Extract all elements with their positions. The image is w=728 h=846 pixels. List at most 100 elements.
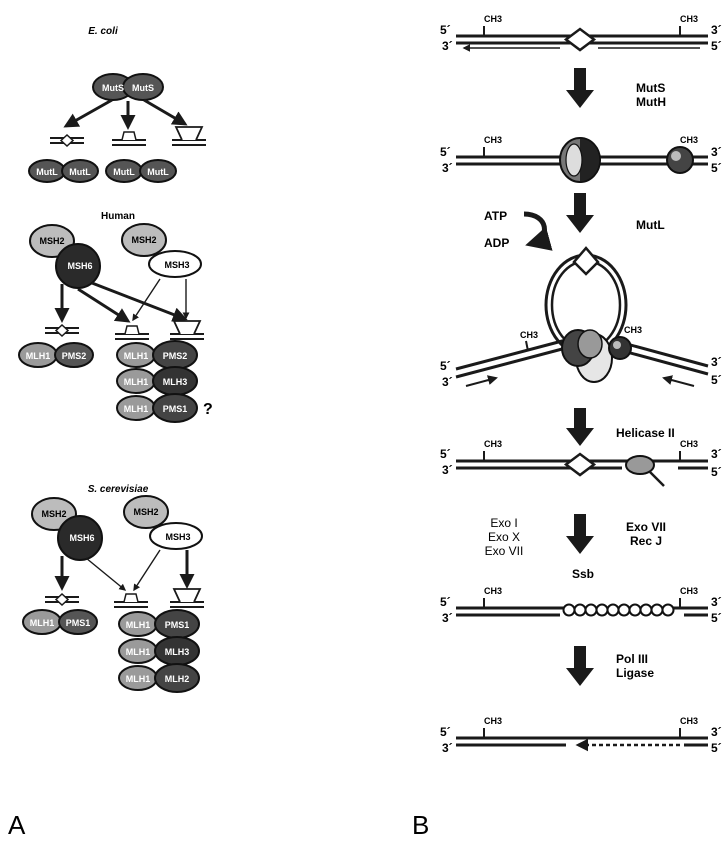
three-prime-right-4: 3´ <box>711 447 722 461</box>
helicase-protein <box>626 456 654 474</box>
muth-protein <box>667 147 693 173</box>
five-prime-right-1: 5´ <box>711 39 722 53</box>
dna-row-6: 5´ 3´ CH3 CH3 3´ 5´ <box>440 716 722 755</box>
panel-a: E. coli MutS MutS <box>19 26 213 692</box>
ch3-right-1: CH3 <box>680 14 698 24</box>
mlh1-label-human-1: MLH1 <box>26 351 51 361</box>
msh3-label-yeast: MSH3 <box>165 532 190 542</box>
three-prime-left-1: 3´ <box>442 39 453 53</box>
step-arrow-5 <box>566 646 594 686</box>
mutl-label-4: MutL <box>147 167 169 177</box>
mlh1-label-yeast-2: MLH1 <box>126 620 151 630</box>
exo-left-2: Exo X <box>488 530 520 544</box>
mismatch-lesion <box>50 135 84 146</box>
ch3-right-3: CH3 <box>624 325 642 335</box>
five-prime-left-5: 5´ <box>440 595 451 609</box>
ssb-proteins <box>564 605 674 616</box>
three-prime-right-5: 3´ <box>711 595 722 609</box>
mlh2-label-yeast: MLH2 <box>165 674 190 684</box>
translocation-arrow-left <box>466 378 496 386</box>
pms1-label-human: PMS1 <box>163 404 188 414</box>
panel-b: 5´ 3´ CH3 CH3 3´ 5´ MutS MutH 5´ 3´ CH3 … <box>440 14 722 755</box>
three-prime-left-6: 3´ <box>442 741 453 755</box>
adp-label: ADP <box>484 236 509 250</box>
three-prime-left-5: 3´ <box>442 611 453 625</box>
ch3-right-4: CH3 <box>680 439 698 449</box>
mutl-label-2: MutL <box>69 167 91 177</box>
step1-label-muts: MutS <box>636 81 665 95</box>
three-prime-left-3: 3´ <box>442 375 453 389</box>
five-prime-right-5: 5´ <box>711 611 722 625</box>
yeast-large-loop-lesion <box>170 589 204 607</box>
human-section: Human MSH2 MSH6 MSH2 MSH3 <box>19 211 213 422</box>
pms1-label-yeast-2: PMS1 <box>165 620 190 630</box>
translocation-arrow-right <box>664 378 694 386</box>
atp-adp-curved-arrow <box>524 214 544 244</box>
muth-in-complex <box>609 337 631 359</box>
large-loop-lesion <box>172 127 206 145</box>
ch3-left-6: CH3 <box>484 716 502 726</box>
question-mark: ? <box>203 401 213 418</box>
small-loop-lesion <box>112 132 146 145</box>
three-prime-left-4: 3´ <box>442 463 453 477</box>
pms1-label-yeast-1: PMS1 <box>66 618 91 628</box>
muts-right-label: MutS <box>132 83 154 93</box>
five-prime-left-4: 5´ <box>440 447 451 461</box>
human-small-loop-lesion <box>115 326 149 339</box>
step5-label-ligase: Ligase <box>616 666 654 680</box>
msh6-label-human: MSH6 <box>67 261 92 271</box>
ch3-right-6: CH3 <box>680 716 698 726</box>
mlh1-label-yeast-4: MLH1 <box>126 674 151 684</box>
mutl-label-1: MutL <box>36 167 58 177</box>
three-prime-right-2: 3´ <box>711 145 722 159</box>
msh2-label-human-b: MSH2 <box>131 235 156 245</box>
mutl-label-3: MutL <box>113 167 135 177</box>
panel-a-label: A <box>8 810 25 841</box>
mismatch-symbol-1 <box>566 29 594 50</box>
step-arrow-4 <box>566 514 594 554</box>
step-arrow-2 <box>566 193 594 233</box>
five-prime-right-3: 5´ <box>711 373 722 387</box>
five-prime-left-3: 5´ <box>440 359 451 373</box>
step3-label-helicase: Helicase II <box>616 426 675 440</box>
five-prime-left-6: 5´ <box>440 725 451 739</box>
mlh1-label-yeast-3: MLH1 <box>126 647 151 657</box>
yeast-arrow-3 <box>134 550 160 590</box>
exo-left-3: Exo VII <box>485 544 524 558</box>
dna-row-4: 5´ 3´ CH3 CH3 3´ 5´ <box>440 439 722 486</box>
ch3-right-5: CH3 <box>680 586 698 596</box>
five-prime-left-2: 5´ <box>440 145 451 159</box>
five-prime-left-1: 5´ <box>440 23 451 37</box>
yeast-small-loop-lesion <box>114 594 148 607</box>
muts-left-label: MutS <box>102 83 124 93</box>
displaced-strand <box>650 472 664 486</box>
yeast-arrow-2 <box>86 558 125 590</box>
dna-loop-complex: CH3 CH3 5´ 3´ 3´ 5´ <box>440 248 722 389</box>
human-large-loop-lesion <box>170 321 204 339</box>
mlh1-label-human-3: MLH1 <box>124 377 149 387</box>
pms2-label-human-2: PMS2 <box>163 351 188 361</box>
mlh1-label-human-4: MLH1 <box>124 404 149 414</box>
exo-right-2: Rec J <box>630 534 662 548</box>
five-prime-right-6: 5´ <box>711 741 722 755</box>
ch3-left-5: CH3 <box>484 586 502 596</box>
step1-label-muth: MutH <box>636 95 666 109</box>
msh3-label-human: MSH3 <box>164 260 189 270</box>
msh6-label-yeast: MSH6 <box>69 533 94 543</box>
msh2-label-human-a: MSH2 <box>39 236 64 246</box>
mismatch-symbol-4 <box>566 454 594 475</box>
human-title: Human <box>101 211 135 222</box>
ch3-left-1: CH3 <box>484 14 502 24</box>
human-arrow-3 <box>92 283 185 319</box>
ssb-label: Ssb <box>572 567 594 581</box>
dna-row-5: 5´ 3´ CH3 CH3 3´ 5´ <box>440 586 722 625</box>
five-prime-right-4: 5´ <box>711 465 722 479</box>
ch3-left-2: CH3 <box>484 135 502 145</box>
exo-left-1: Exo I <box>490 516 517 530</box>
step-arrow-1 <box>566 68 594 108</box>
mlh3-label-yeast: MLH3 <box>165 647 190 657</box>
three-prime-right-6: 3´ <box>711 725 722 739</box>
ch3-left-4: CH3 <box>484 439 502 449</box>
mismatch-symbol-loop <box>574 248 598 274</box>
